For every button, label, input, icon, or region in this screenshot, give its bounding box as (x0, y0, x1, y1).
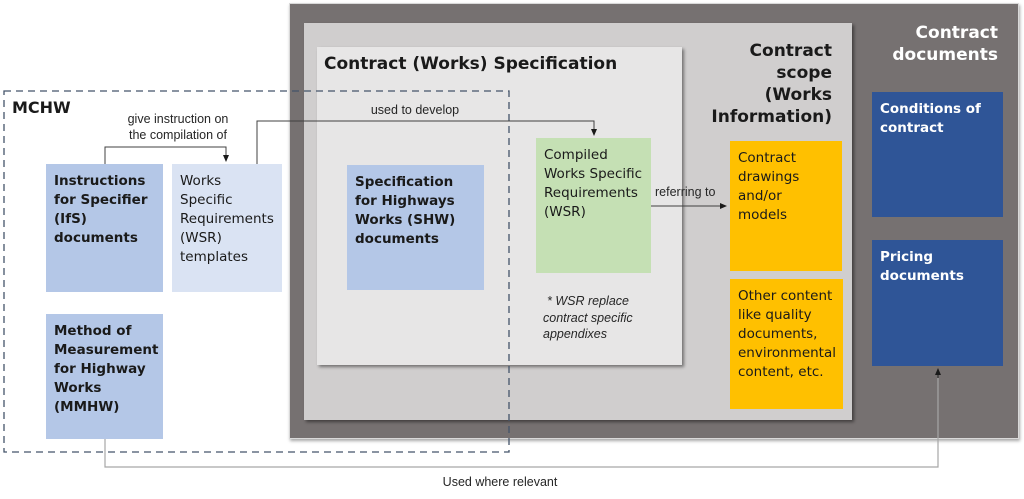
contract-documents-title-line-1: Contract (915, 23, 998, 43)
give-instruction-line-2: the compilation of (129, 128, 227, 142)
mmhw-box: Method of Measurement for Highway Works … (46, 314, 163, 439)
contract-scope-title-line-3: Information) (711, 107, 832, 127)
mchw-title: MCHW (12, 98, 71, 117)
wsr-templates-label: Works Specific Requirements (WSR) templa… (180, 173, 274, 265)
pricing-documents-label: Pricing documents (880, 249, 964, 284)
contract-drawings-box: Contract drawings and/or models (730, 141, 842, 271)
contract-scope-title: Contract scope (Works Information) (690, 40, 832, 128)
other-content-box: Other content like quality documents, en… (730, 279, 843, 409)
mmhw-label: Method of Measurement for Highway Works … (54, 323, 159, 415)
used-where-relevant-label: Used where relevant (442, 475, 558, 489)
mchw-dashed-boundary (3, 90, 510, 453)
wsr-templates-box: Works Specific Requirements (WSR) templa… (172, 164, 282, 292)
referring-to-label: referring to (655, 185, 716, 199)
give-instruction-line-1: give instruction on (127, 112, 229, 126)
wsr-note-line-1: * WSR replace (547, 294, 629, 308)
compiled-wsr-box: Compiled Works Specific Requirements (WS… (536, 138, 651, 273)
give-instruction-arrow (104, 146, 229, 164)
shw-documents-box: Specification for Highways Works (SHW) d… (347, 165, 484, 290)
contract-documents-title: Contract documents (880, 22, 998, 66)
contract-scope-title-line-1: Contract scope (749, 41, 832, 83)
used-where-relevant-arrow (104, 370, 939, 468)
pricing-documents-box: Pricing documents (872, 240, 1003, 366)
ifs-documents-label: Instructions for Specifier (IfS) documen… (54, 173, 148, 246)
wsr-note: * WSR replace contract specific appendix… (543, 293, 633, 343)
wsr-note-line-3: appendixes (543, 327, 607, 341)
shw-documents-label: Specification for Highways Works (SHW) d… (355, 174, 456, 247)
used-to-develop-arrow (256, 120, 597, 164)
other-content-label: Other content like quality documents, en… (738, 288, 837, 380)
conditions-of-contract-label: Conditions of contract (880, 101, 981, 136)
used-to-develop-label: used to develop (370, 103, 460, 117)
give-instruction-label: give instruction on the compilation of (108, 111, 248, 143)
compiled-wsr-label: Compiled Works Specific Requirements (WS… (544, 147, 643, 220)
wsr-note-line-2: contract specific (543, 310, 633, 325)
contract-drawings-label: Contract drawings and/or models (738, 150, 800, 223)
conditions-of-contract-box: Conditions of contract (872, 92, 1003, 217)
contract-documents-title-line-2: documents (892, 45, 998, 65)
contract-specification-title: Contract (Works) Specification (324, 54, 618, 74)
contract-scope-title-line-2: (Works (764, 85, 832, 105)
ifs-documents-box: Instructions for Specifier (IfS) documen… (46, 164, 163, 292)
